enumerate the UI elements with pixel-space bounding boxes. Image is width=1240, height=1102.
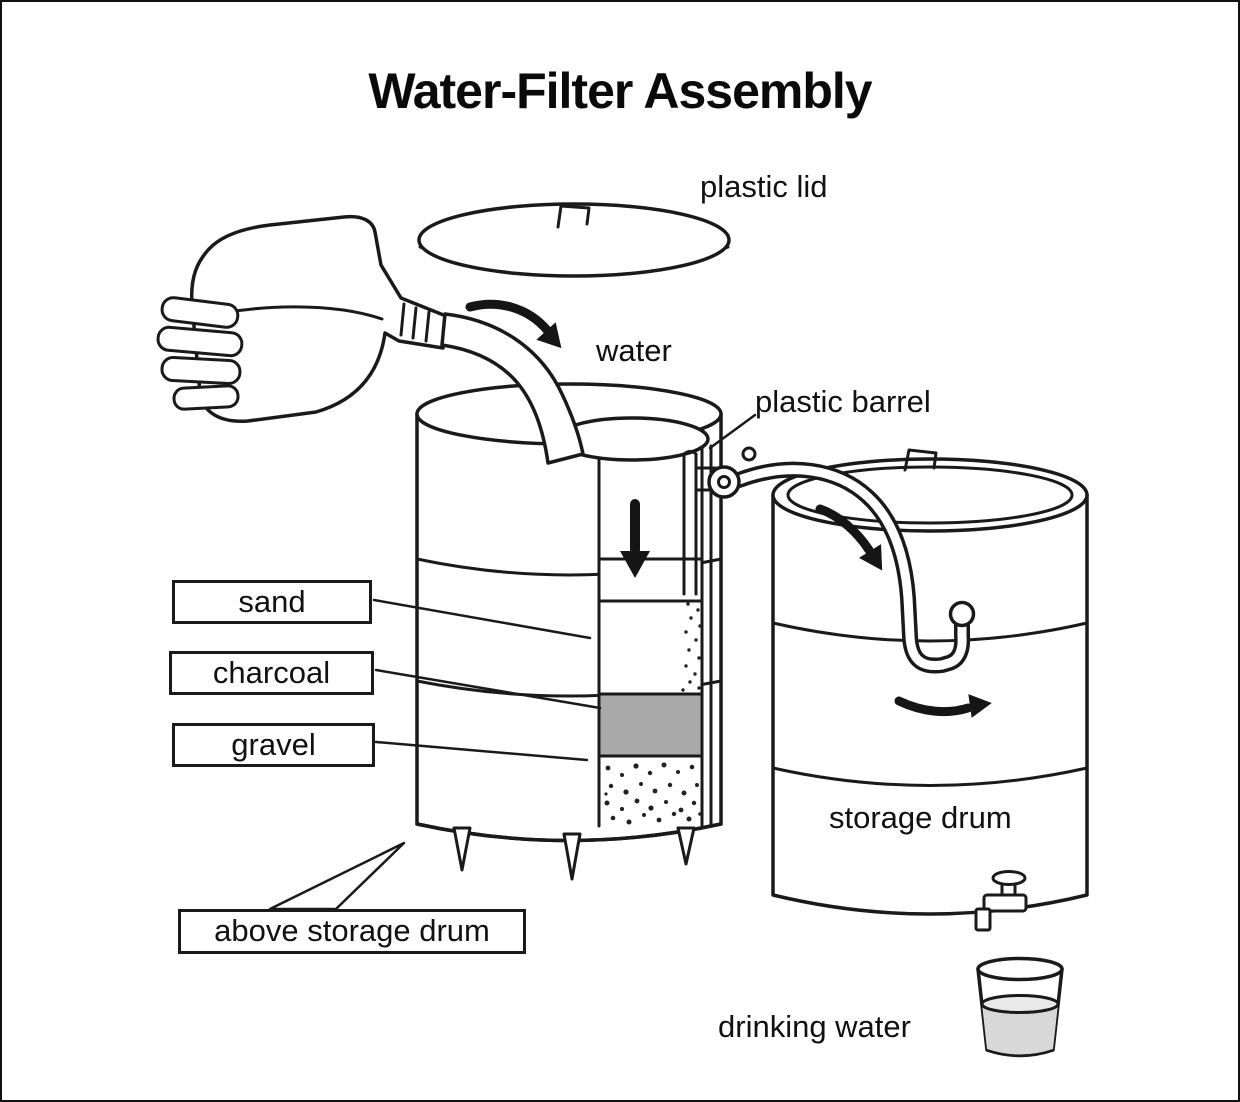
sand-leader-line	[372, 598, 592, 640]
tap	[974, 870, 1028, 932]
label-water: water	[596, 333, 672, 368]
drinking-glass	[976, 956, 1064, 1058]
label-plastic-lid: plastic lid	[700, 169, 828, 204]
hand	[156, 296, 244, 411]
gravel-leader-line	[374, 740, 589, 762]
label-above-storage-drum: above storage drum	[178, 909, 526, 954]
label-gravel: gravel	[172, 723, 375, 767]
flow-arrows	[465, 299, 992, 718]
lid-handle-mark	[556, 204, 591, 229]
drum-inlet-arrow	[815, 504, 883, 571]
connecting-tube	[707, 446, 976, 674]
leader-lines	[268, 413, 757, 911]
plastic-barrel-leader-line	[708, 413, 757, 450]
pour-flow-arrow	[465, 299, 562, 349]
pour-stream	[440, 312, 585, 465]
above-storage-drum-leader	[268, 841, 406, 911]
charcoal-leader-line	[374, 668, 602, 710]
label-charcoal: charcoal	[169, 651, 374, 695]
charcoal-layer	[597, 692, 704, 758]
drum-handle-mark	[903, 448, 938, 472]
label-drinking-water: drinking water	[718, 1009, 911, 1044]
barrel-legs	[452, 826, 696, 881]
label-plastic-barrel: plastic barrel	[755, 384, 931, 419]
plastic-lid-shape	[417, 202, 731, 278]
down-flow-arrow	[620, 499, 650, 578]
label-storage-drum: storage drum	[829, 800, 1012, 835]
outlet-pipe	[681, 450, 718, 692]
gravel-layer	[604, 762, 702, 825]
diagram-title: Water-Filter Assembly	[368, 63, 872, 119]
drum-outflow-arrow	[894, 694, 992, 718]
storage-drum-shape	[771, 448, 1089, 916]
label-sand: sand	[172, 580, 372, 624]
